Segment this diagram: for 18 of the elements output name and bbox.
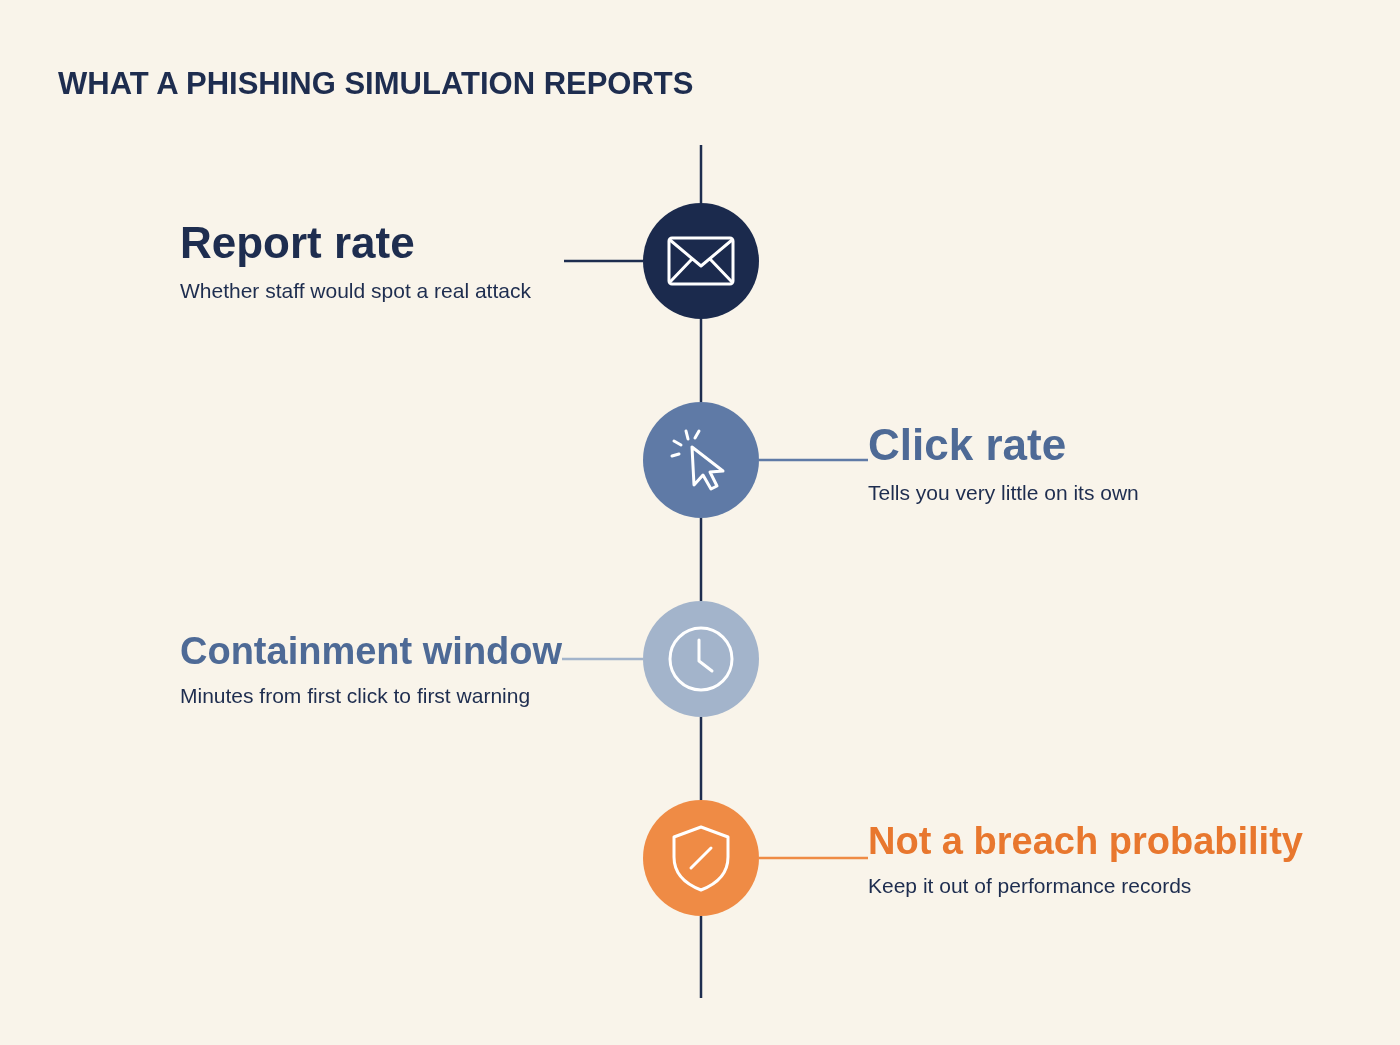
- timeline-line: [699, 518, 703, 601]
- metric-description: Keep it out of performance records: [868, 873, 1192, 898]
- diagram-title: WHAT A PHISHING SIMULATION REPORTS: [58, 66, 694, 102]
- metric-heading: Report rate: [180, 218, 415, 269]
- leader-line: [759, 856, 868, 860]
- metric-heading: Click rate: [868, 420, 1067, 471]
- timeline-line: [699, 319, 703, 402]
- metric-description: Minutes from first click to first warning: [180, 683, 531, 708]
- timeline-line: [699, 717, 703, 800]
- leader-line: [564, 259, 643, 263]
- metric-heading: Containment window: [180, 630, 563, 674]
- metric-description: Tells you very little on its own: [868, 480, 1139, 505]
- timeline-line: [699, 916, 703, 998]
- leader-line: [562, 657, 643, 661]
- metric-description: Whether staff would spot a real attack: [180, 278, 531, 303]
- leader-line: [759, 458, 868, 462]
- timeline-line: [699, 145, 703, 203]
- metric-heading: Not a breach probability: [868, 820, 1303, 864]
